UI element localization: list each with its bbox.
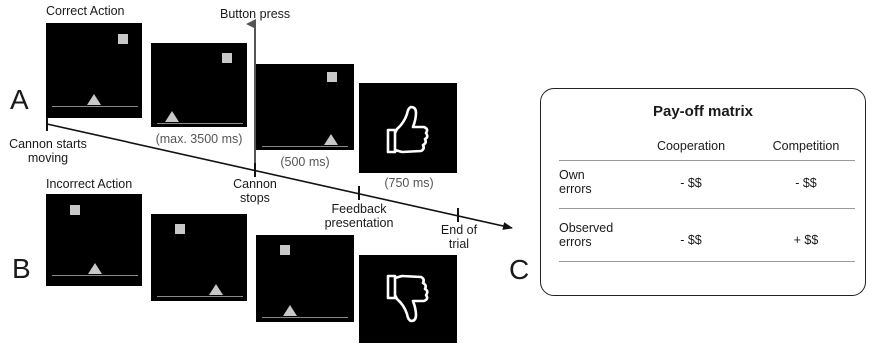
thumbs-up-icon — [386, 105, 429, 154]
thumbs-down-icon — [386, 274, 429, 323]
target-square — [222, 53, 232, 63]
panel-label-c: C — [509, 254, 530, 285]
target-square — [280, 245, 290, 255]
time-500-label: (500 ms) — [280, 155, 330, 169]
time-750-label: (750 ms) — [384, 176, 434, 190]
panel-label-a: A — [10, 84, 29, 115]
col-header-cooperation: Cooperation — [656, 139, 726, 153]
col-header-competition: Competition — [772, 139, 840, 153]
cannon-triangle — [209, 284, 223, 295]
target-square — [70, 205, 80, 215]
target-square — [175, 224, 185, 234]
target-square — [327, 72, 337, 82]
correct-action-heading: Correct Action — [46, 4, 125, 18]
ground-line — [157, 296, 243, 297]
ground-line — [157, 123, 243, 124]
max-time-label: (max. 3500 ms) — [155, 132, 243, 146]
matrix-title: Pay-off matrix — [652, 103, 754, 120]
payoff-matrix: Pay-off matrix Cooperation Competition O… — [540, 88, 866, 296]
ground-line — [52, 106, 138, 107]
panel-label-b: B — [12, 253, 31, 284]
cannon-triangle — [324, 134, 338, 145]
ground-line — [52, 275, 138, 276]
screen-a1 — [46, 23, 142, 118]
ground-line — [262, 146, 348, 147]
incorrect-action-heading: Incorrect Action — [46, 177, 133, 191]
cell-observed-cooperation: - $$ — [680, 233, 702, 247]
screen-b2 — [151, 214, 247, 301]
screen-a3 — [256, 64, 354, 150]
cannon-triangle — [283, 305, 297, 316]
screen-feedback-negative — [359, 255, 457, 343]
button-press-label: Button press — [220, 7, 291, 21]
cell-observed-competition: + $$ — [793, 233, 819, 247]
cell-own-competition: - $$ — [795, 176, 817, 190]
matrix-divider — [559, 160, 855, 161]
screen-a2 — [151, 43, 247, 127]
cannon-triangle — [88, 263, 102, 274]
screen-feedback-positive — [359, 83, 457, 173]
ground-line — [262, 317, 348, 318]
cannon-triangle — [87, 94, 101, 105]
screen-b3 — [256, 235, 354, 322]
cell-own-cooperation: - $$ — [680, 176, 702, 190]
screen-b1 — [46, 194, 142, 286]
timeline-arrow — [46, 123, 513, 230]
cannon-triangle — [165, 111, 179, 122]
matrix-divider — [559, 208, 855, 209]
target-square — [118, 34, 128, 44]
matrix-divider — [559, 261, 855, 262]
